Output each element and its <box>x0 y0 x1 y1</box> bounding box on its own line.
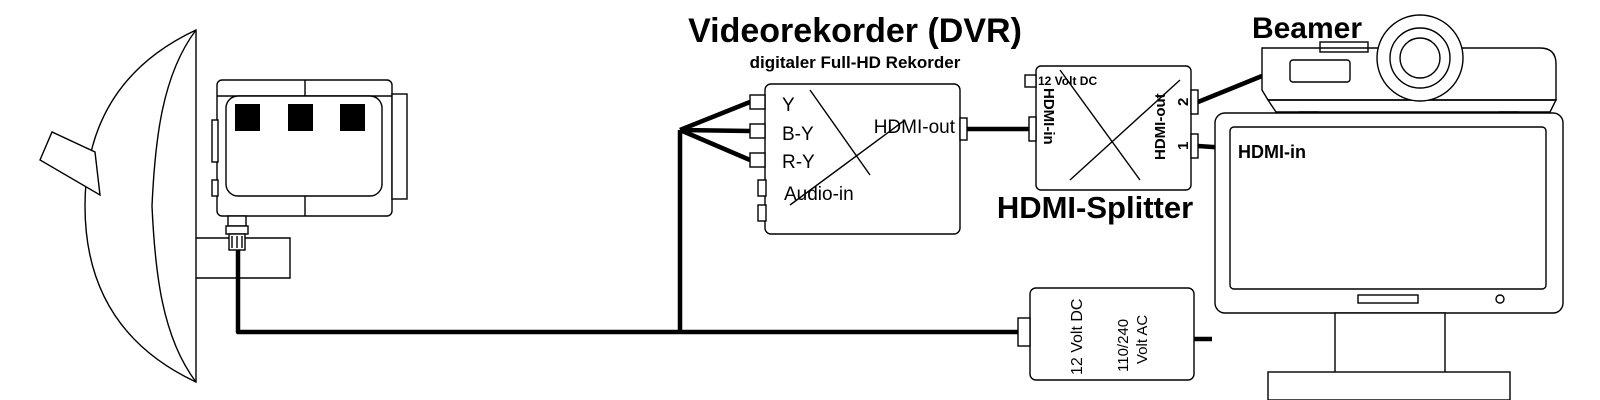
beamer-title: Beamer <box>1252 12 1362 45</box>
by-cable <box>679 127 751 134</box>
dvr-audio-in: Audio-in <box>784 184 854 205</box>
splitter-power-label: 12 Volt DC <box>1038 74 1097 88</box>
dvr-title: Videorekorder (DVR) <box>688 12 1022 50</box>
dvr-input-by: B-Y <box>782 124 814 145</box>
power-supply-output: 12 Volt DC <box>1069 299 1086 375</box>
dvr-subtitle: digitaler Full-HD Rekorder <box>750 53 961 72</box>
splitter-hdmi-in-jack <box>1028 116 1037 142</box>
monitor: HDMI-in <box>1214 112 1564 400</box>
cables <box>235 73 1263 342</box>
splitter-port-1: 1 <box>1175 142 1192 150</box>
audio-jack-1 <box>757 179 767 197</box>
audio-jack-2 <box>757 204 767 222</box>
dvr-input-y: Y <box>782 95 795 116</box>
dome-device <box>39 28 197 384</box>
wb-button <box>235 104 260 131</box>
power-supply: 12 Volt DC 110/240 Volt AC <box>1017 287 1195 381</box>
splitter-out2-jack <box>1190 89 1199 115</box>
splitter-title: HDMI-Splitter <box>997 190 1193 225</box>
splitter-hdmi-in-label: HDMI-in <box>1040 88 1057 145</box>
hdmi-splitter: 12 Volt DC HDMI-in HDMI-out 2 1 HDMI-Spl… <box>997 65 1199 225</box>
dvr-hdmi-out: HDMI-out <box>874 117 956 138</box>
splitter-power-jack <box>1024 74 1037 88</box>
splitter-port-2: 2 <box>1175 98 1192 106</box>
zoom-tele-button <box>288 104 313 131</box>
power-supply-input: 110/240 Volt AC <box>1115 315 1151 372</box>
splitter-out1-jack <box>1190 133 1199 159</box>
hdmi-splitter-beamer-cable <box>1197 73 1263 105</box>
splitter-hdmi-out-label: HDMI-out <box>1152 93 1169 160</box>
dvr-input-ry: R-Y <box>782 152 815 173</box>
by-jack <box>749 123 766 139</box>
monitor-hdmi-in-label: HDMI-in <box>1238 142 1306 162</box>
camera-main-cable <box>235 250 1018 335</box>
y-jack <box>749 94 766 110</box>
power-supply-dc-jack <box>1017 317 1031 347</box>
y-cable <box>679 99 751 133</box>
dvr-box: Videorekorder (DVR) digitaler Full-HD Re… <box>688 12 1022 235</box>
zoom-wide-button <box>340 104 365 131</box>
hdmi-out-jack <box>959 117 968 141</box>
ry-jack <box>749 152 766 168</box>
wb-button-label: WB <box>243 116 254 122</box>
ry-cable <box>679 127 751 163</box>
beamer: Beamer <box>1252 12 1558 119</box>
